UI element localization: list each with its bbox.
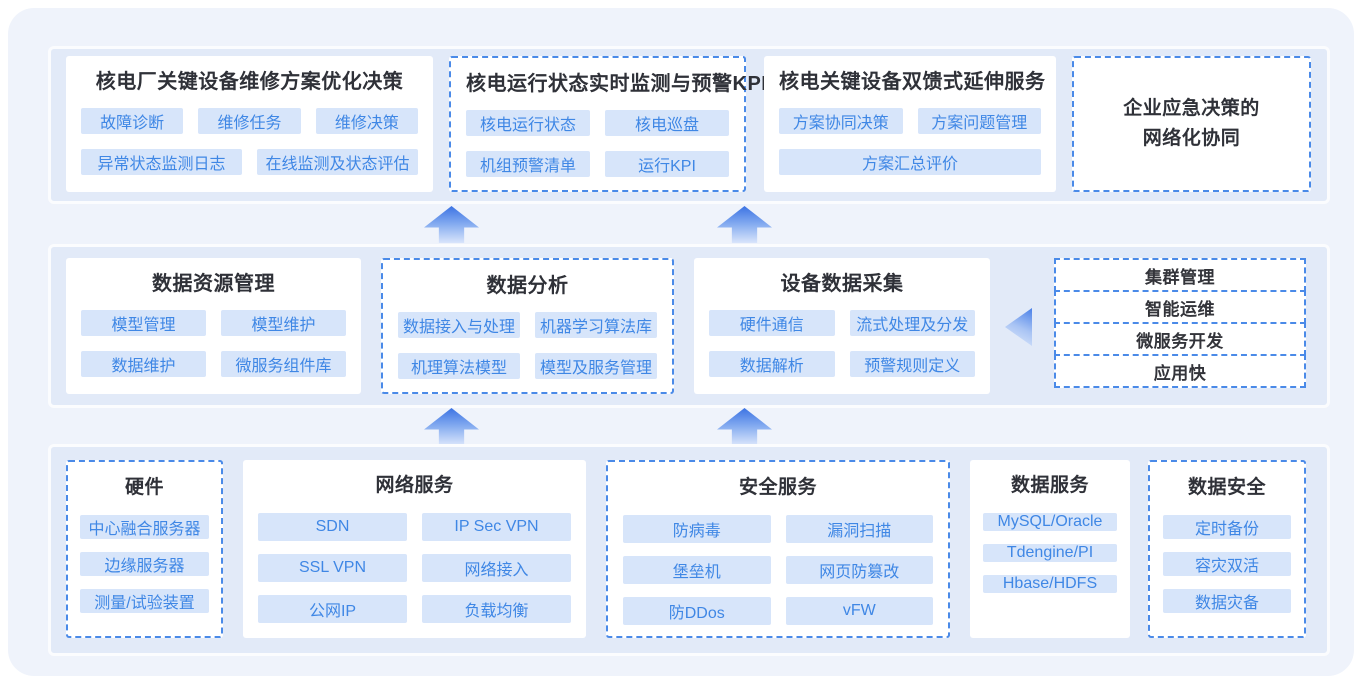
feature-tag: 数据接入与处理 <box>398 312 520 338</box>
feature-tag: 数据维护 <box>81 351 206 377</box>
card-data-analysis: 数据分析 数据接入与处理 机器学习算法库 机理算法模型 模型及服务管理 <box>381 258 674 394</box>
feature-tag: 在线监测及状态评估 <box>257 149 418 175</box>
card-monitoring-kpi: 核电运行状态实时监测与预警KPI 核电运行状态 核电巡盘 机组预警清单 运行KP… <box>449 56 768 192</box>
card-maintenance-optimization: 核电厂关键设备维修方案优化决策 故障诊断 维修任务 维修决策 异常状态监测日志 … <box>66 56 433 192</box>
feature-tag: 防病毒 <box>623 515 771 543</box>
feature-tag: 预警规则定义 <box>849 351 975 377</box>
feature-tag: 模型维护 <box>221 310 346 336</box>
feature-tag: MySQL/Oracle <box>983 513 1117 531</box>
feature-tag: IP Sec VPN <box>422 513 571 541</box>
card-hardware: 硬件 中心融合服务器 边缘服务器 测量/试验装置 <box>66 460 223 638</box>
diagram-canvas: 核电厂关键设备维修方案优化决策 故障诊断 维修任务 维修决策 异常状态监测日志 … <box>8 8 1354 676</box>
feature-tag: 公网IP <box>258 595 407 623</box>
feature-tag: 堡垒机 <box>623 556 771 584</box>
feature-tag: 网页防篡改 <box>785 556 933 584</box>
feature-tag: 中心融合服务器 <box>80 515 209 539</box>
feature-tag: SDN <box>258 513 407 541</box>
card-title: 核电运行状态实时监测与预警KPI <box>466 73 768 95</box>
card-extension-service: 核电关键设备双馈式延伸服务 方案协同决策 方案问题管理 方案汇总评价 <box>764 56 1056 192</box>
card-title: 数据分析 <box>486 275 569 297</box>
card-title: 数据服务 <box>1010 475 1089 496</box>
feature-tag: 核电运行状态 <box>466 110 590 136</box>
feature-tag: Hbase/HDFS <box>983 575 1117 593</box>
card-title: 数据安全 <box>1187 477 1266 498</box>
feature-tag: SSL VPN <box>258 554 407 582</box>
card-title: 企业应急决策的 网络化协同 <box>1074 58 1309 190</box>
feature-tag: 模型管理 <box>81 310 206 336</box>
feature-tag: 运行KPI <box>605 151 729 177</box>
feature-tag: 模型及服务管理 <box>535 353 657 379</box>
card-title: 设备数据采集 <box>780 273 904 295</box>
feature-tag: 负载均衡 <box>422 595 571 623</box>
feature-tag: 边缘服务器 <box>80 552 209 576</box>
feature-tag: 定时备份 <box>1163 515 1291 539</box>
up-arrow-icon <box>717 206 772 243</box>
feature-tag: 容灾双活 <box>1163 552 1291 576</box>
feature-tag: 维修任务 <box>198 108 301 134</box>
card-title-line: 网络化协同 <box>1142 128 1241 149</box>
feature-tag: 机组预警清单 <box>466 151 590 177</box>
card-data-security: 数据安全 定时备份 容灾双活 数据灾备 <box>1148 460 1306 638</box>
platform-capability-item: 智能运维 <box>1054 290 1306 324</box>
card-title: 硬件 <box>124 477 164 498</box>
feature-tag: 微服务组件库 <box>221 351 346 377</box>
card-title: 网络服务 <box>375 475 454 496</box>
card-emergency-collaboration: 企业应急决策的 网络化协同 <box>1072 56 1311 192</box>
card-data-services: 数据服务 MySQL/Oracle Tdengine/PI Hbase/HDFS <box>970 460 1130 638</box>
up-arrow-icon <box>424 206 479 243</box>
feature-tag: 漏洞扫描 <box>785 515 933 543</box>
feature-tag: 数据解析 <box>709 351 835 377</box>
platform-capability-item: 集群管理 <box>1054 258 1306 292</box>
platform-capability-item: 应用快 <box>1054 354 1306 388</box>
up-arrow-icon <box>424 408 479 445</box>
feature-tag: vFW <box>785 597 933 625</box>
feature-tag: 异常状态监测日志 <box>81 149 242 175</box>
feature-tag: 方案问题管理 <box>917 108 1041 134</box>
card-device-data-collection: 设备数据采集 硬件通信 流式处理及分发 数据解析 预警规则定义 <box>694 258 990 394</box>
card-title: 核电厂关键设备维修方案优化决策 <box>95 71 404 93</box>
feature-tag: Tdengine/PI <box>983 544 1117 562</box>
feature-tag: 防DDos <box>623 597 771 625</box>
card-network-services: 网络服务 SDN IP Sec VPN SSL VPN 网络接入 公网IP 负载… <box>243 460 586 638</box>
card-security-services: 安全服务 防病毒 漏洞扫描 堡垒机 网页防篡改 防DDos vFW <box>606 460 950 638</box>
feature-tag: 流式处理及分发 <box>849 310 975 336</box>
feature-tag: 数据灾备 <box>1163 589 1291 613</box>
card-title: 安全服务 <box>738 477 817 498</box>
feature-tag: 核电巡盘 <box>605 110 729 136</box>
platform-capability-list: 集群管理 智能运维 微服务开发 应用快 <box>1054 258 1306 388</box>
feature-tag: 网络接入 <box>422 554 571 582</box>
card-title: 数据资源管理 <box>152 273 275 295</box>
feature-tag: 测量/试验装置 <box>80 589 209 613</box>
card-title: 核电关键设备双馈式延伸服务 <box>779 71 1046 93</box>
feature-tag: 方案协同决策 <box>779 108 903 134</box>
feature-tag: 硬件通信 <box>709 310 835 336</box>
feature-tag: 维修决策 <box>315 108 418 134</box>
platform-capability-item: 微服务开发 <box>1054 322 1306 356</box>
card-data-resource-mgmt: 数据资源管理 模型管理 模型维护 数据维护 微服务组件库 <box>66 258 361 394</box>
feature-tag: 机理算法模型 <box>398 353 520 379</box>
feature-tag: 故障诊断 <box>81 108 184 134</box>
feature-tag: 方案汇总评价 <box>779 149 1041 175</box>
card-title-line: 企业应急决策的 <box>1123 98 1260 119</box>
feature-tag: 机器学习算法库 <box>535 312 657 338</box>
up-arrow-icon <box>717 408 772 445</box>
